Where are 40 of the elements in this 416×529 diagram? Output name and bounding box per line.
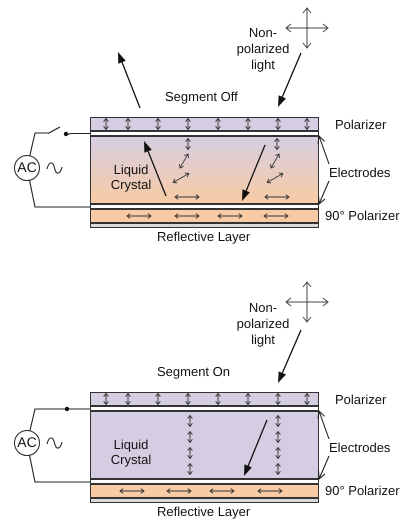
polarizer-layer — [90, 209, 319, 223]
ac-label: AC — [16, 435, 38, 450]
electrode-strip — [90, 131, 319, 136]
layer-name-label: Polarizer — [335, 392, 386, 407]
liquid-crystal-layer — [90, 136, 319, 204]
state-heading: Segment Off — [165, 89, 238, 104]
electrodes-label: Electrodes — [329, 165, 390, 180]
light-label: Non-polarized light — [236, 300, 290, 348]
ac-label: AC — [16, 160, 38, 175]
wire — [29, 132, 48, 156]
light-label: Non-polarized light — [236, 25, 290, 73]
polarizer-layer — [90, 392, 319, 406]
layer-name-label: Reflective Layer — [157, 504, 250, 519]
reflective-layer — [90, 223, 319, 228]
layer-label: Liquid Crystal — [110, 437, 152, 467]
electrodes-label: Electrodes — [329, 440, 390, 455]
electrode-strip — [90, 479, 319, 484]
leader-arrow — [318, 410, 330, 440]
layer-name-label: 90° Polarizer — [325, 483, 400, 498]
leader-arrow — [318, 135, 330, 164]
wire — [70, 132, 90, 134]
ac-source-symbol — [14, 430, 40, 456]
wire — [29, 408, 90, 430]
polarizer-layer — [90, 117, 319, 131]
state-heading: Segment On — [157, 364, 230, 379]
liquid-crystal-layer — [90, 411, 319, 479]
wire — [29, 456, 90, 483]
leader-arrow — [318, 180, 330, 205]
leader-arrow — [318, 456, 330, 480]
ac-source-symbol — [14, 155, 40, 181]
wire — [29, 180, 90, 208]
layer-label: Liquid Crystal — [110, 162, 152, 192]
electrode-strip — [90, 204, 319, 209]
switch-symbol — [48, 124, 70, 137]
electrode-strip — [90, 406, 319, 411]
polarizer-layer — [90, 484, 319, 498]
layer-name-label: Polarizer — [335, 117, 386, 132]
layer-name-label: Reflective Layer — [157, 229, 250, 244]
reflective-layer — [90, 498, 319, 503]
layer-name-label: 90° Polarizer — [325, 208, 400, 223]
